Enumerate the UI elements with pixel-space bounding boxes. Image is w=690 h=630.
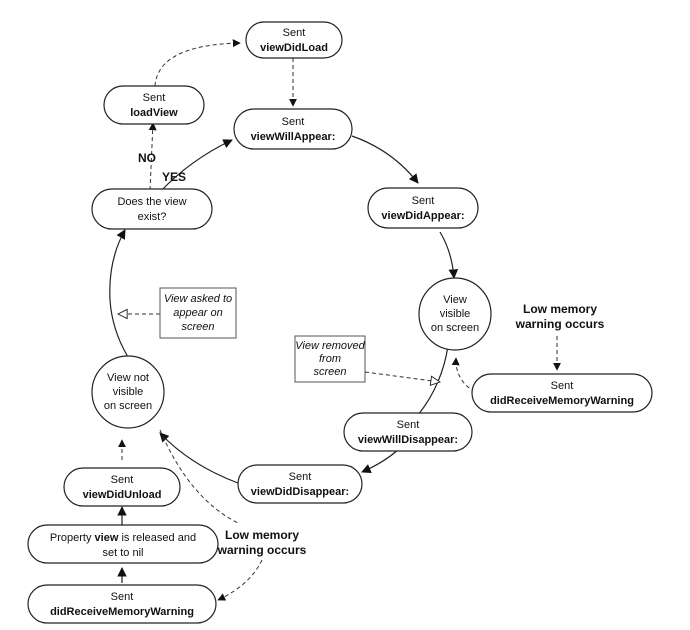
node-view-did-unload: Sent viewDidUnload bbox=[63, 467, 181, 507]
node-did-receive-memory-warning-left: Sent didReceiveMemoryWarning bbox=[27, 584, 217, 624]
arrow-willappear-to-didappear bbox=[351, 135, 419, 184]
arrow-removed-note-to-arc bbox=[364, 371, 440, 382]
label-low-memory-right-1: Low memory bbox=[523, 302, 597, 316]
svg-text:Sent: Sent bbox=[412, 195, 435, 207]
label-low-memory-left-2: warning occurs bbox=[217, 543, 307, 557]
node-view-not-visible: View not visible on screen bbox=[91, 355, 165, 429]
svg-text:on screen: on screen bbox=[431, 322, 479, 334]
svg-text:viewDidLoad: viewDidLoad bbox=[260, 42, 328, 54]
svg-text:screen: screen bbox=[181, 321, 214, 333]
node-load-view: Sent loadView bbox=[103, 85, 205, 125]
svg-text:View not: View not bbox=[107, 372, 149, 384]
svg-text:visible: visible bbox=[113, 386, 144, 398]
node-view-did-load: Sent viewDidLoad bbox=[245, 21, 343, 59]
svg-text:Does the view: Does the view bbox=[117, 196, 186, 208]
svg-text:Sent: Sent bbox=[111, 474, 134, 486]
arrow-didappear-to-visible bbox=[439, 231, 459, 279]
label-no: NO bbox=[138, 151, 156, 165]
node-view-did-appear: Sent viewDidAppear: bbox=[367, 187, 479, 229]
label-low-memory-right-2: warning occurs bbox=[515, 317, 605, 331]
svg-text:Sent: Sent bbox=[551, 380, 574, 392]
node-view-visible: View visible on screen bbox=[418, 277, 492, 351]
svg-text:Sent: Sent bbox=[397, 419, 420, 431]
svg-text:from: from bbox=[319, 353, 341, 365]
node-view-did-disappear: Sent viewDidDisappear: bbox=[237, 464, 363, 504]
svg-text:Property view is released and: Property view is released and bbox=[50, 532, 196, 544]
svg-text:View removed: View removed bbox=[295, 340, 365, 352]
svg-text:Sent: Sent bbox=[143, 92, 166, 104]
arrow-diddisappear-to-notvisible bbox=[159, 432, 239, 484]
node-property-view-released: Property view is released and set to nil bbox=[27, 524, 219, 564]
label-low-memory-left-1: Low memory bbox=[225, 528, 299, 542]
arrow-didreceive-to-visible bbox=[451, 357, 476, 393]
svg-text:set to nil: set to nil bbox=[103, 547, 144, 559]
svg-text:Sent: Sent bbox=[111, 591, 134, 603]
svg-text:Sent: Sent bbox=[283, 27, 306, 39]
arrow-notvisible-to-lowmem bbox=[159, 429, 241, 525]
svg-text:View: View bbox=[443, 294, 467, 306]
svg-text:Sent: Sent bbox=[282, 116, 305, 128]
svg-text:Sent: Sent bbox=[289, 471, 312, 483]
svg-text:viewDidDisappear:: viewDidDisappear: bbox=[251, 486, 349, 498]
svg-text:viewWillDisappear:: viewWillDisappear: bbox=[358, 434, 458, 446]
arrow-notvisible-to-doesexist bbox=[109, 229, 129, 358]
note-view-removed-from-screen: View removed from screen bbox=[294, 335, 366, 383]
svg-text:viewWillAppear:: viewWillAppear: bbox=[251, 131, 336, 143]
arrow-lowmem-to-didreceive-left bbox=[217, 559, 263, 601]
svg-text:didReceiveMemoryWarning: didReceiveMemoryWarning bbox=[490, 395, 634, 407]
svg-text:exist?: exist? bbox=[138, 211, 167, 223]
svg-text:viewDidAppear:: viewDidAppear: bbox=[381, 210, 464, 222]
svg-text:screen: screen bbox=[313, 366, 346, 378]
svg-text:viewDidUnload: viewDidUnload bbox=[83, 489, 162, 501]
arrow-visible-to-willdisappear bbox=[417, 345, 449, 416]
node-view-will-appear: Sent viewWillAppear: bbox=[233, 108, 353, 150]
node-did-receive-memory-warning-right: Sent didReceiveMemoryWarning bbox=[471, 373, 653, 413]
note-view-asked-to-appear: View asked to appear on screen bbox=[159, 287, 237, 339]
node-does-view-exist: Does the view exist? bbox=[91, 188, 213, 230]
arrow-loadview-to-viewdidload bbox=[154, 39, 241, 87]
arrow-yes-doesexist-to-willappear bbox=[159, 139, 233, 193]
svg-text:on screen: on screen bbox=[104, 400, 152, 412]
svg-text:appear on: appear on bbox=[173, 307, 223, 319]
svg-text:loadView: loadView bbox=[130, 107, 178, 119]
svg-text:View asked to: View asked to bbox=[164, 293, 232, 305]
connectors bbox=[109, 39, 561, 601]
node-view-will-disappear: Sent viewWillDisappear: bbox=[343, 412, 473, 452]
svg-text:didReceiveMemoryWarning: didReceiveMemoryWarning bbox=[50, 606, 194, 618]
label-yes: YES bbox=[162, 170, 186, 184]
svg-text:visible: visible bbox=[440, 308, 471, 320]
